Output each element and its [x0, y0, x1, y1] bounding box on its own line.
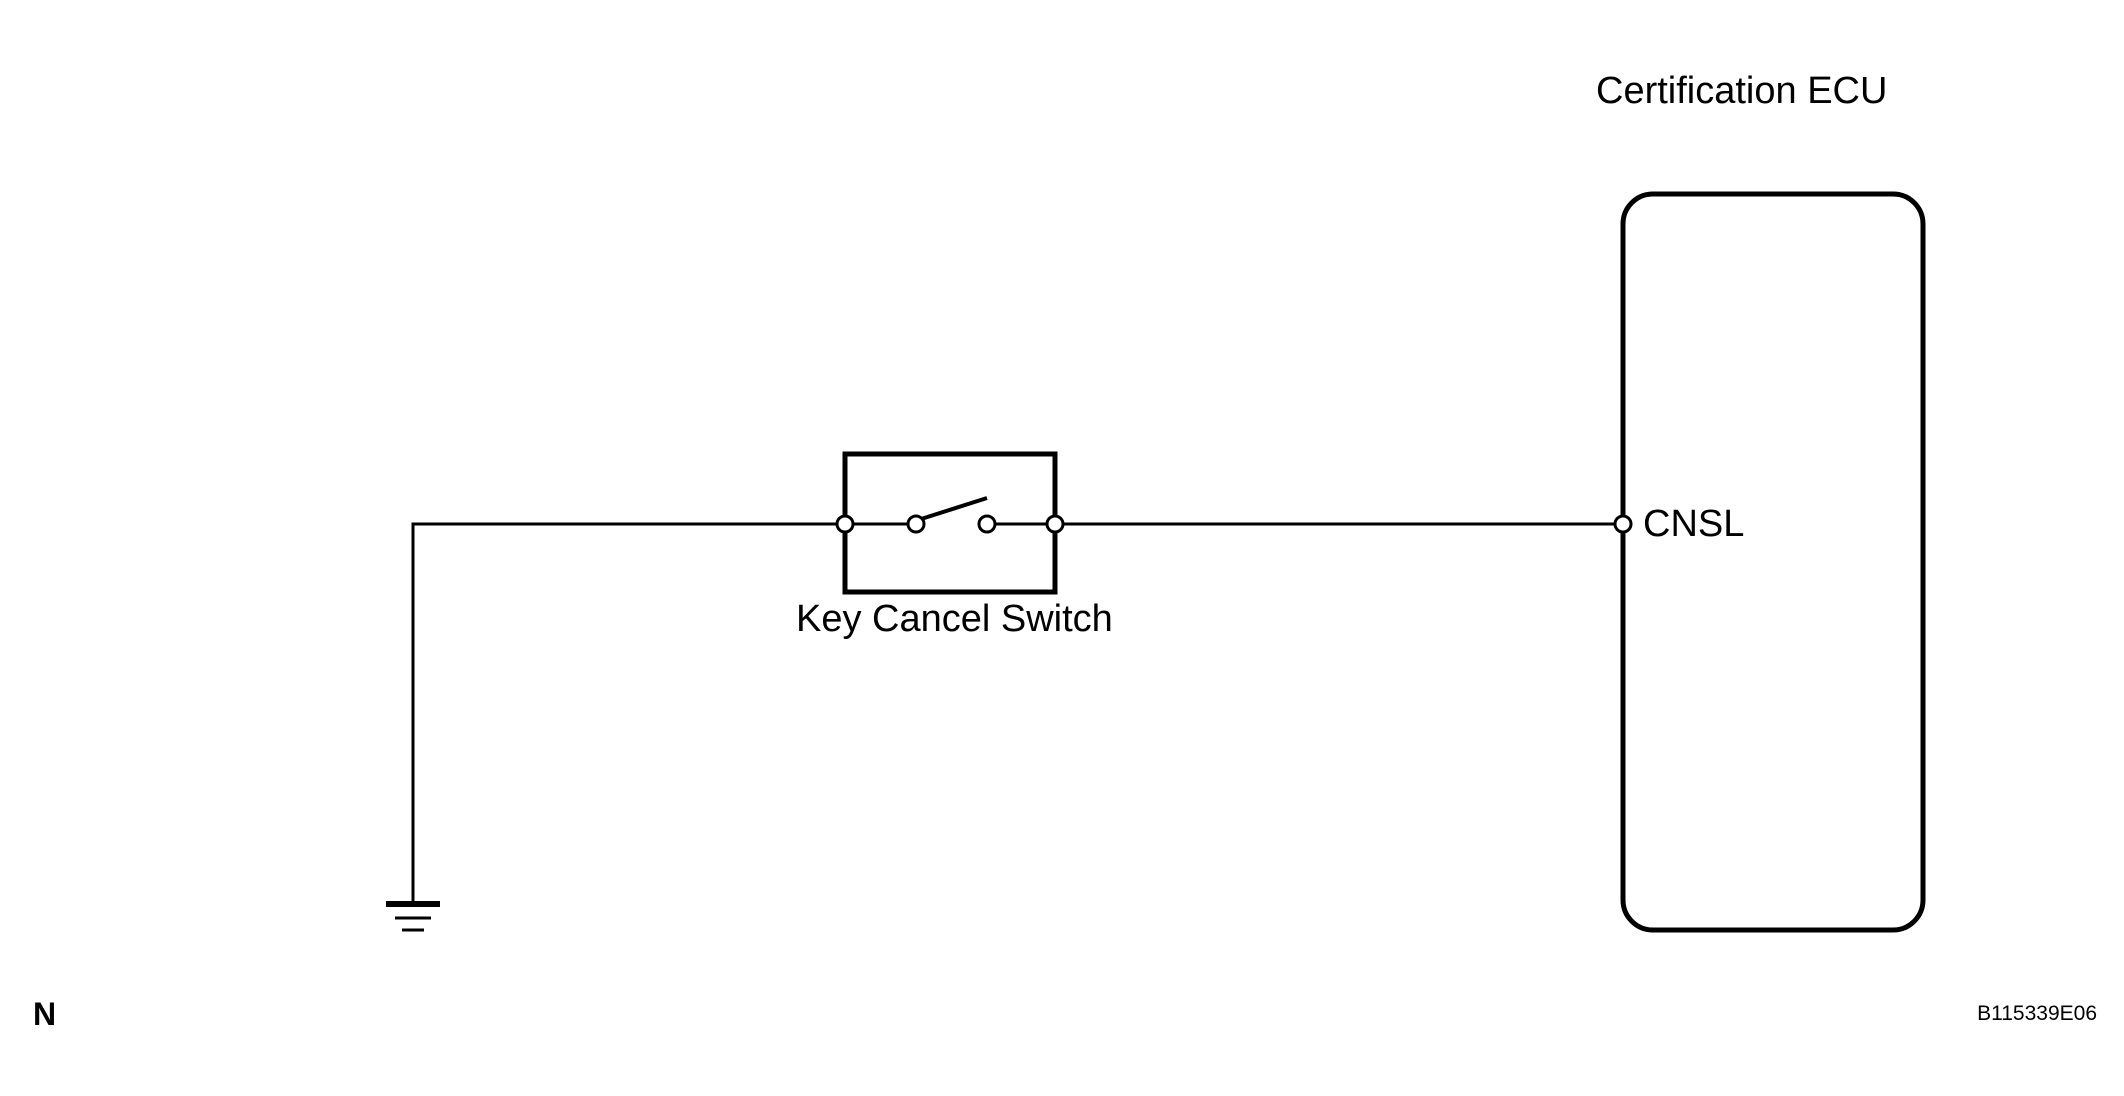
ecu-terminal-cnsl — [1613, 514, 1633, 534]
corner-letter: N — [33, 996, 56, 1032]
switch-contact-right — [977, 514, 997, 534]
certification-ecu-box — [1620, 191, 1926, 933]
ecu-label: Certification ECU — [1596, 70, 1887, 112]
switch-contact-left — [906, 514, 926, 534]
ground-icon — [386, 901, 440, 932]
figure-code: B115339E06 — [1977, 1002, 2097, 1025]
switch-terminal-left — [835, 514, 855, 534]
switch-label: Key Cancel Switch — [796, 598, 1113, 640]
switch-blade — [917, 496, 988, 522]
ecu-terminal-label: CNSL — [1643, 503, 1744, 545]
switch-terminal-right — [1045, 514, 1065, 534]
